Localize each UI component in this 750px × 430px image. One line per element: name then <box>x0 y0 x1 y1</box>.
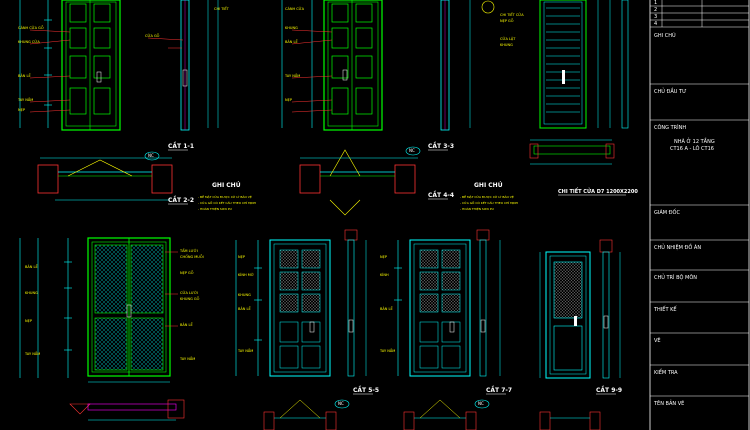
svg-text:KHUNG CỬA: KHUNG CỬA <box>18 39 40 44</box>
svg-text:TẤM LƯỚI: TẤM LƯỚI <box>179 248 198 253</box>
giam-doc-label: GIÁM ĐỐC <box>654 210 680 216</box>
label-cat-3-3: CẮT 3-3 <box>428 142 454 150</box>
svg-text:- CỬA GỖ CÓ KẾT CẤU THEO CHỈ Đ: - CỬA GỖ CÓ KẾT CẤU THEO CHỈ ĐỊNH <box>198 199 256 205</box>
svg-text:CHỐNG MUỖI: CHỐNG MUỖI <box>180 254 204 259</box>
door-elevation-glazed-2 <box>409 239 471 377</box>
svg-text:KHUNG: KHUNG <box>500 43 513 47</box>
plan-1 <box>37 157 173 201</box>
svg-text:TAY NẮM: TAY NẮM <box>24 351 40 356</box>
door-elevation-louver <box>539 0 629 129</box>
nc-tag-text-4: NC <box>478 401 484 406</box>
svg-text:- BỀ MẶT CỬA ĐƯỢC XỬ LÝ BẢO VỆ: - BỀ MẶT CỬA ĐƯỢC XỬ LÝ BẢO VỆ <box>460 194 514 199</box>
ve-label: VẼ <box>654 338 661 344</box>
svg-text:NẸP: NẸP <box>285 98 292 102</box>
door-elevation-1 <box>61 0 121 131</box>
ten-ban-ve-label: TÊN BẢN VẼ <box>654 401 685 407</box>
door-elevation-2 <box>323 0 383 131</box>
notes-right: - BỀ MẶT CỬA ĐƯỢC XỬ LÝ BẢO VỆ - CỬA GỖ … <box>460 194 518 211</box>
svg-text:- HOÀN THIỆN SƠN PU: - HOÀN THIỆN SƠN PU <box>460 206 494 211</box>
svg-text:KHUNG: KHUNG <box>238 293 251 297</box>
section-profile-1 <box>180 0 219 131</box>
svg-text:CỬA LẬT: CỬA LẬT <box>500 36 516 41</box>
detail-title: CHI TIẾT CỬA D7 1200X2200 <box>558 187 638 195</box>
svg-text:BẢN LỀ: BẢN LỀ <box>285 39 298 44</box>
annotations-1: CÁNH CỬA GỖ KHUNG CỬA BẢN LỀ TAY NẮM NẸP <box>17 25 44 112</box>
nc-tag-text-1: NC <box>148 153 154 158</box>
svg-text:TAY NẮM: TAY NẮM <box>17 97 33 102</box>
svg-text:KHUNG: KHUNG <box>285 26 298 30</box>
svg-text:TAY NẮM: TAY NẮM <box>284 73 300 78</box>
dimension-lines-left-1 <box>19 0 52 128</box>
label-cat-4-4: CẮT 4-4 <box>428 191 454 199</box>
door-elevation-glazed-1 <box>269 239 331 377</box>
row-number-2: 2 <box>654 7 658 13</box>
nc-tag-text-3: NC <box>338 401 344 406</box>
notes-title-right: GHI CHÚ <box>474 182 503 189</box>
svg-text:KÍNH: KÍNH <box>380 272 389 277</box>
svg-text:CÁNH CỬA GỖ: CÁNH CỬA GỖ <box>18 25 44 30</box>
row-number-3: 3 <box>654 14 658 20</box>
chu-dau-tu-label: CHỦ ĐẦU TƯ <box>654 89 687 95</box>
svg-text:CHI TIẾT: CHI TIẾT <box>214 5 230 11</box>
label-cat-1-1: CẮT 1-1 <box>168 142 194 150</box>
notes-left: - BỀ MẶT CỬA ĐƯỢC XỬ LÝ BẢO VỆ - CỬA GỖ … <box>198 194 256 211</box>
label-cat-5-5: CẮT 5-5 <box>353 386 379 394</box>
thiet-ke-label: THIẾT KẾ <box>654 307 677 313</box>
svg-text:TAY NẮM: TAY NẮM <box>237 348 253 353</box>
chu-nhiem-do-an-label: CHỦ NHIỆM ĐỒ ÁN <box>654 245 702 251</box>
svg-text:KHUNG GỖ: KHUNG GỖ <box>180 296 200 301</box>
leader-lines-1 <box>29 29 71 113</box>
svg-text:TAY NẮM: TAY NẮM <box>379 348 395 353</box>
svg-text:KÍNH MỜ: KÍNH MỜ <box>238 272 254 277</box>
ghi-chu-label: GHI CHÚ <box>654 33 676 39</box>
nc-tag-text-2: NC <box>409 148 415 153</box>
project-line-2: CT16 A - LÔ CT16 <box>670 146 714 152</box>
svg-text:TAY NẮM: TAY NẮM <box>179 356 195 361</box>
svg-text:BẢN LỀ: BẢN LỀ <box>238 306 251 311</box>
label-cat-9-9: CẮT 9-9 <box>596 386 622 394</box>
svg-text:- HOÀN THIỆN SƠN PU: - HOÀN THIỆN SƠN PU <box>198 206 232 211</box>
kiem-tra-label: KIỂM TRA <box>654 370 678 376</box>
title-block-frame <box>649 0 750 430</box>
svg-text:CỬA LƯỚI: CỬA LƯỚI <box>180 290 198 295</box>
svg-text:BẢN LỀ: BẢN LỀ <box>25 264 38 269</box>
svg-text:- CỬA GỖ CÓ KẾT CẤU THEO CHỈ Đ: - CỬA GỖ CÓ KẾT CẤU THEO CHỈ ĐỊNH <box>460 199 518 205</box>
svg-text:CHI TIẾT CỬA: CHI TIẾT CỬA <box>500 11 524 17</box>
row-number-1: 1 <box>654 0 658 6</box>
svg-text:BẢN LỀ: BẢN LỀ <box>18 73 31 78</box>
nc-tag-1 <box>144 151 160 161</box>
door-elevation-single-glazed <box>545 251 591 379</box>
svg-text:KHUNG: KHUNG <box>25 291 38 295</box>
chu-tri-bo-mon-label: CHỦ TRÌ BỘ MÔN <box>654 275 698 281</box>
project-line-1: NHÀ Ở 12 TẦNG <box>674 139 715 145</box>
svg-text:NẸP GỖ: NẸP GỖ <box>180 270 194 275</box>
notes-title-left: GHI CHÚ <box>212 182 241 189</box>
door-elevation-mesh <box>87 237 171 377</box>
svg-text:NẸP: NẸP <box>18 108 25 112</box>
row-number-4: 4 <box>654 21 658 27</box>
svg-text:- BỀ MẶT CỬA ĐƯỢC XỬ LÝ BẢO VỆ: - BỀ MẶT CỬA ĐƯỢC XỬ LÝ BẢO VỆ <box>198 194 252 199</box>
label-cat-7-7: CẮT 7-7 <box>486 386 512 394</box>
svg-text:NẸP GỖ: NẸP GỖ <box>500 18 514 23</box>
title-block: 1 2 3 4 GHI CHÚ CHỦ ĐẦU TƯ CÔNG TRÌNH NH… <box>650 0 750 430</box>
svg-text:NẸP: NẸP <box>238 255 245 259</box>
svg-text:CÁNH CỬA: CÁNH CỬA <box>285 6 305 11</box>
cong-trinh-label: CÔNG TRÌNH <box>654 125 687 131</box>
plan-2 <box>299 149 418 216</box>
svg-text:CỬA GỖ: CỬA GỖ <box>145 33 160 38</box>
svg-text:NẸP: NẸP <box>380 255 387 259</box>
svg-text:BẢN LỀ: BẢN LỀ <box>180 322 193 327</box>
svg-text:BẢN LỀ: BẢN LỀ <box>380 306 393 311</box>
svg-text:NẸP: NẸP <box>25 319 32 323</box>
label-cat-2-2: CẮT 2-2 <box>168 196 194 204</box>
